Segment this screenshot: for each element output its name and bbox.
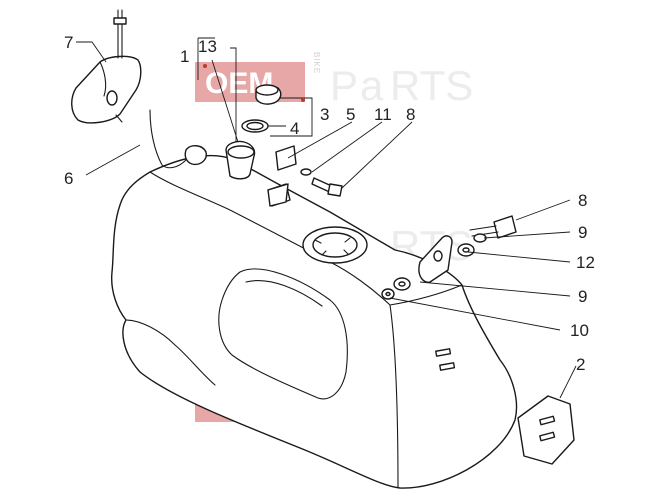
callout-8-right: 8 <box>578 191 587 210</box>
watermark-a-text: a <box>360 62 384 109</box>
side-bracket <box>418 235 453 283</box>
callout-6: 6 <box>64 169 73 188</box>
callout-4: 4 <box>290 119 299 138</box>
small-clip <box>267 183 289 207</box>
callout-9-lower: 9 <box>578 287 587 306</box>
callout-7: 7 <box>64 33 73 52</box>
hose <box>149 109 187 169</box>
filler-cap <box>255 84 282 105</box>
watermark-rts-text: RTS <box>390 62 473 109</box>
callout-1: 1 <box>180 47 189 66</box>
callout-5: 5 <box>346 105 355 124</box>
cap-gasket <box>241 119 269 133</box>
callout-13: 13 <box>198 37 217 56</box>
leader-lines <box>76 37 577 399</box>
callout-12: 12 <box>576 253 595 272</box>
right-bolt-assembly <box>457 215 517 257</box>
callout-9-upper: 9 <box>578 223 587 242</box>
callout-10: 10 <box>570 321 589 340</box>
watermark-top: OEM BIKE P a RTS <box>195 52 473 109</box>
bolt-upper <box>300 168 343 197</box>
callout-8-top: 8 <box>406 105 415 124</box>
lower-washers <box>381 277 411 300</box>
bracket-upper <box>275 145 297 171</box>
watermark-bike-text: BIKE <box>312 52 321 74</box>
callout-labels: 7 1 13 3 4 5 11 8 6 8 9 12 9 10 2 <box>64 33 595 374</box>
callout-2: 2 <box>576 355 585 374</box>
callout-11: 11 <box>374 105 392 124</box>
watermark-p-text: P <box>330 62 358 109</box>
rubber-pad <box>517 395 575 465</box>
fuel-tank <box>110 140 518 489</box>
callout-3: 3 <box>320 105 329 124</box>
fuel-gauge-sender <box>71 9 142 124</box>
